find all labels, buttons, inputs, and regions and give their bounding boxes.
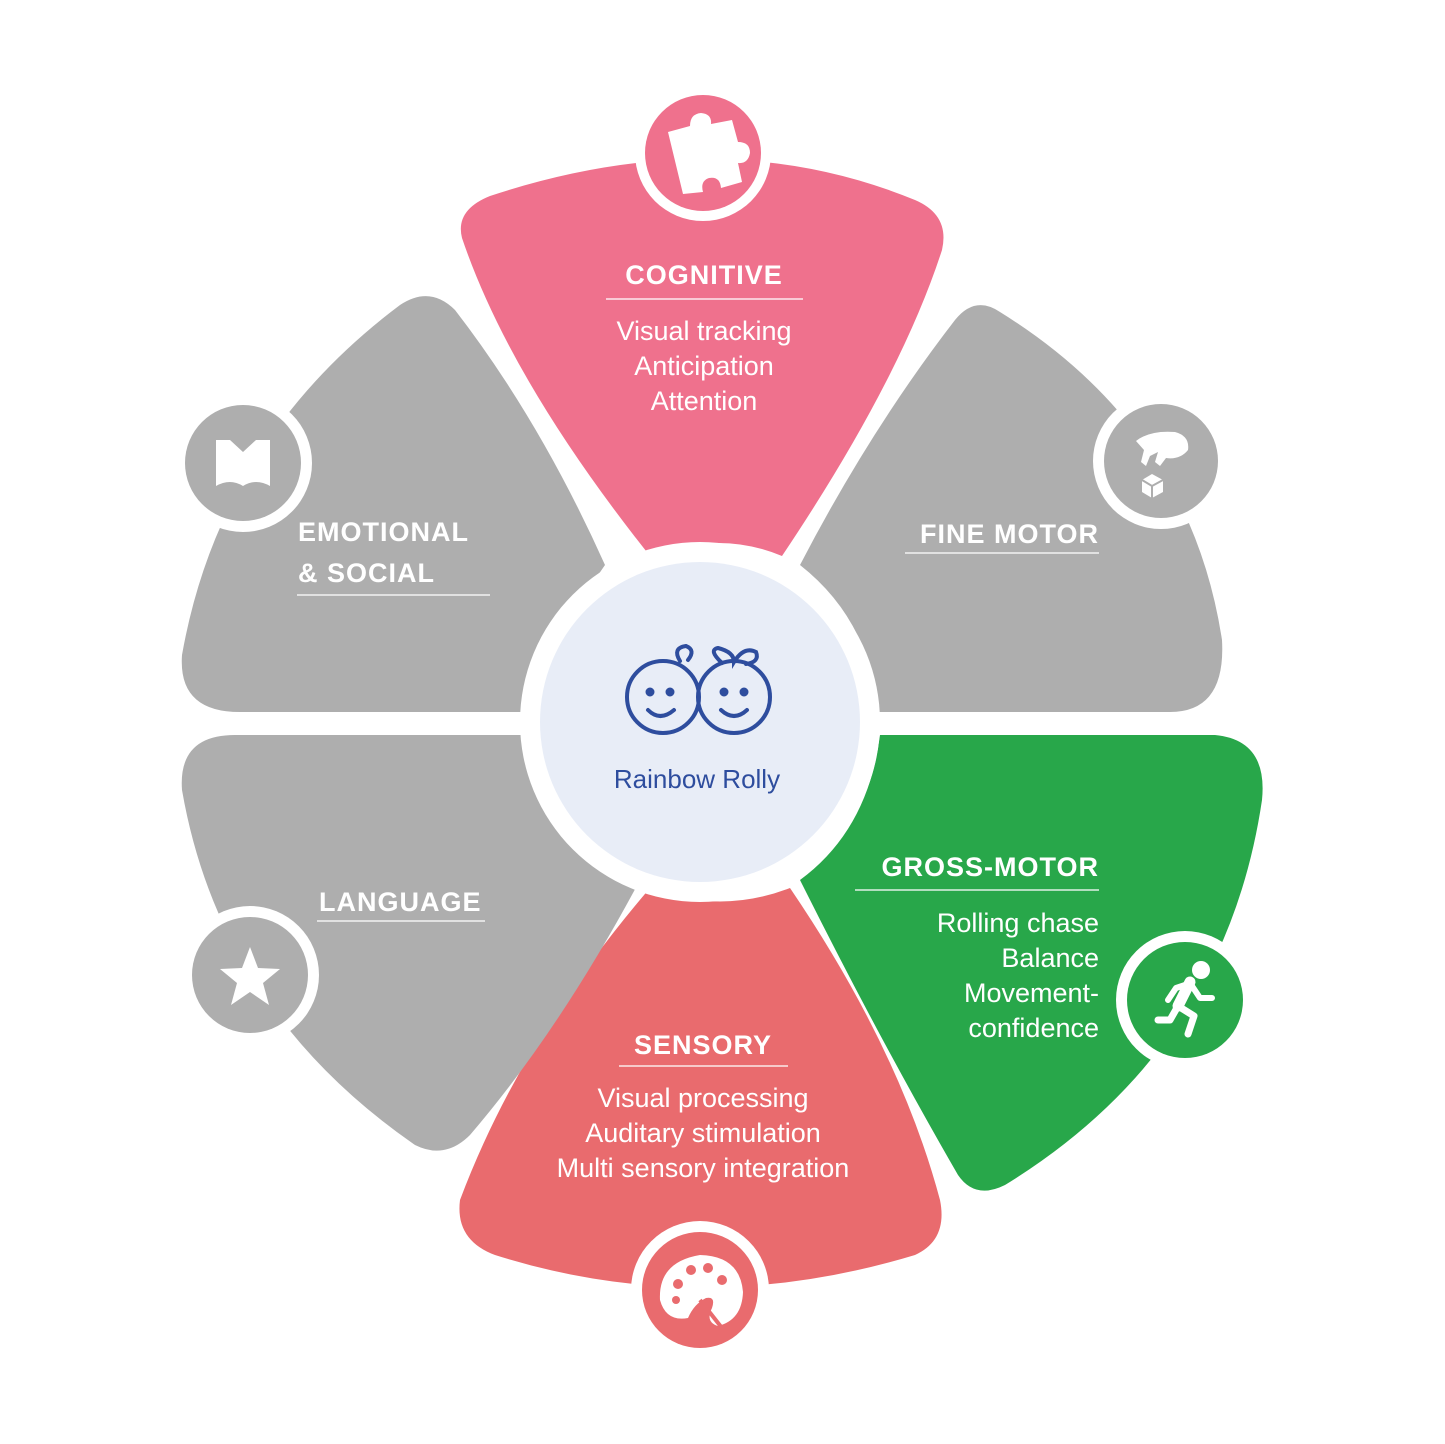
hand-block-icon — [1136, 431, 1189, 498]
segment-emotional-social-petal — [181, 296, 605, 712]
gross-motor-item-1: Rolling chase — [937, 908, 1099, 938]
running-person-icon — [1154, 961, 1215, 1038]
kids-faces-logo-icon — [625, 643, 772, 735]
segment-gross-motor-petal — [800, 735, 1263, 1191]
gross-motor-item-3: Movement- — [964, 978, 1099, 1008]
emotional-social-title-line1: EMOTIONAL — [298, 517, 469, 547]
language-title: LANGUAGE — [319, 887, 482, 917]
center-label: Rainbow Rolly — [614, 764, 780, 794]
segment-language-petal — [181, 735, 640, 1151]
cognitive-title: COGNITIVE — [625, 260, 783, 290]
puzzle-icon — [668, 113, 750, 194]
emotional-social-title-line2: & SOCIAL — [298, 558, 435, 588]
gross-motor-item-4: confidence — [968, 1013, 1099, 1043]
gross-motor-item-2: Balance — [1001, 943, 1099, 973]
palette-icon — [659, 1255, 743, 1330]
segment-cognitive-petal — [460, 158, 944, 556]
cognitive-item-1: Visual tracking — [616, 316, 791, 346]
segment-fine-motor-petal — [800, 305, 1223, 712]
sensory-item-2: Auditary stimulation — [585, 1118, 821, 1148]
sensory-item-3: Multi sensory integration — [557, 1153, 850, 1183]
gross-motor-title: GROSS-MOTOR — [881, 852, 1099, 882]
cognitive-item-2: Anticipation — [634, 351, 774, 381]
cognitive-item-3: Attention — [651, 386, 758, 416]
sensory-title: SENSORY — [634, 1030, 772, 1060]
fine-motor-title: FINE MOTOR — [920, 519, 1099, 549]
segment-sensory-petal — [459, 888, 942, 1288]
star-icon — [220, 947, 280, 1005]
center-hub — [540, 562, 860, 882]
book-icon — [216, 440, 270, 486]
sensory-item-1: Visual processing — [597, 1083, 808, 1113]
